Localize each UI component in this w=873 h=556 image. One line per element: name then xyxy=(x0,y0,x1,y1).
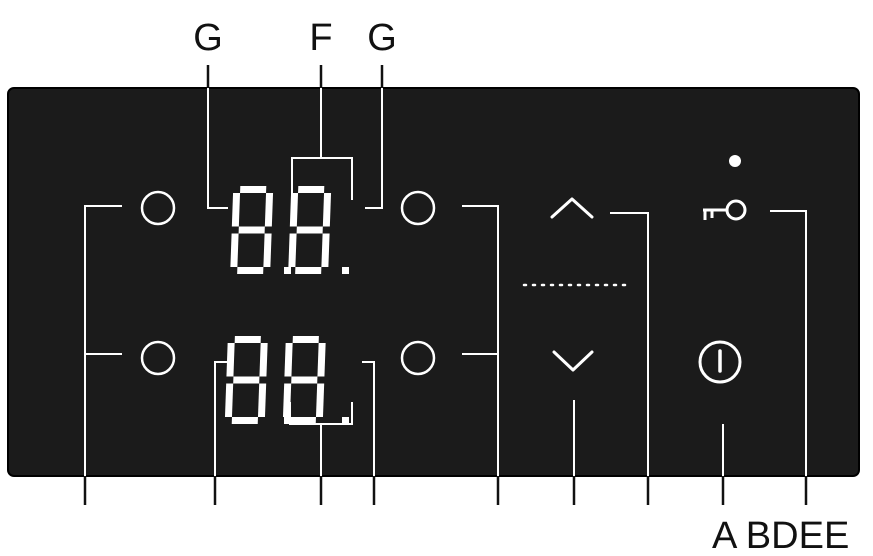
segment xyxy=(257,383,267,417)
segment xyxy=(315,383,325,417)
decimal-point xyxy=(284,267,291,274)
segment xyxy=(230,233,239,267)
segment-digit xyxy=(282,336,326,424)
segment xyxy=(263,233,272,267)
inner-leader-lines xyxy=(84,88,807,476)
power-icon[interactable] xyxy=(698,340,742,384)
segment xyxy=(295,267,322,274)
segment xyxy=(259,343,268,377)
segment xyxy=(238,226,265,234)
zone-2-left-button[interactable] xyxy=(140,340,176,376)
segment xyxy=(296,226,323,234)
callout-f: F xyxy=(309,17,332,59)
segment xyxy=(322,193,332,227)
decimal-point xyxy=(342,267,349,274)
segment xyxy=(233,376,260,384)
segment xyxy=(231,417,258,424)
zone-1-left-button[interactable] xyxy=(140,190,176,226)
bottom-leader-lines xyxy=(83,476,808,505)
segment xyxy=(288,233,297,267)
lock-indicator-dot xyxy=(729,155,741,167)
zone-2-right-button[interactable] xyxy=(400,340,436,376)
segment xyxy=(291,376,318,384)
chevron-down-icon[interactable] xyxy=(552,350,594,372)
segment xyxy=(237,267,264,274)
segment xyxy=(231,193,241,227)
zone-1-display xyxy=(230,186,349,274)
segment xyxy=(264,193,274,227)
decimal-point xyxy=(342,417,349,424)
callout-g-right: G xyxy=(367,17,397,59)
decimal-point xyxy=(284,417,291,424)
segment xyxy=(321,233,330,267)
segment xyxy=(298,186,325,193)
callout-g-left: G xyxy=(193,17,223,59)
segment-digit xyxy=(230,186,274,274)
callout-bottom: A BDEE xyxy=(712,515,849,556)
segment xyxy=(240,186,267,193)
segment xyxy=(282,383,292,417)
segment xyxy=(226,343,235,377)
zone-2-display xyxy=(224,336,349,424)
top-leader-lines xyxy=(206,65,384,88)
segment-digit xyxy=(224,336,268,424)
segment xyxy=(292,336,319,343)
segment xyxy=(317,343,326,377)
segment xyxy=(289,193,299,227)
segment xyxy=(234,336,261,343)
segment xyxy=(289,417,316,424)
key-icon[interactable] xyxy=(703,199,747,221)
touch-panel xyxy=(7,87,860,477)
segment-digit xyxy=(288,186,332,274)
chevron-up-icon[interactable] xyxy=(550,197,594,219)
zone-1-right-button[interactable] xyxy=(400,190,436,226)
segment xyxy=(284,343,293,377)
segment xyxy=(224,383,234,417)
